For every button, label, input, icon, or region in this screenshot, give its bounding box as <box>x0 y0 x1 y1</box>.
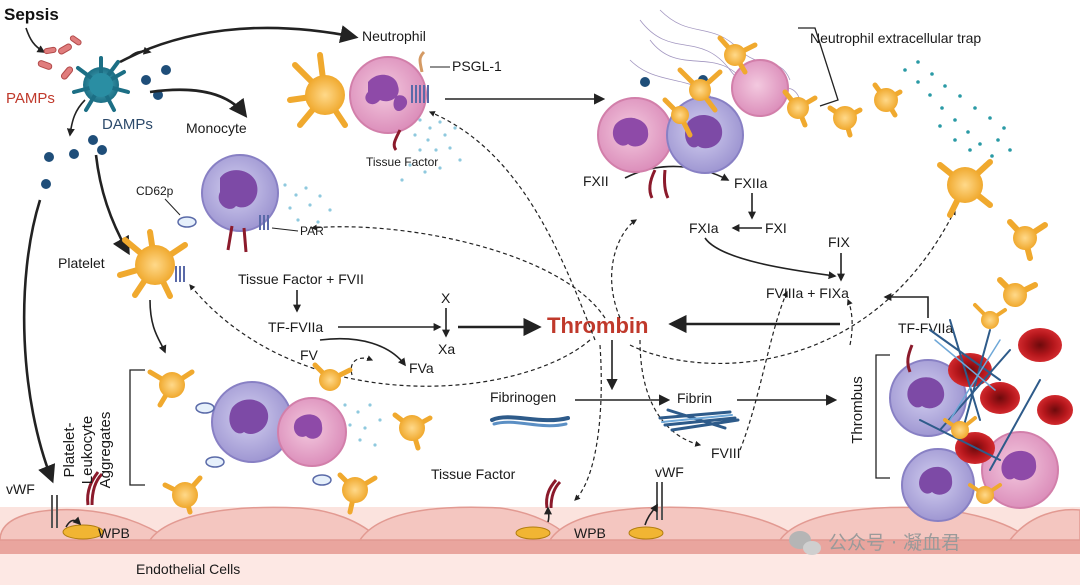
wpb-granule <box>62 524 104 540</box>
psgl1-label: PSGL-1 <box>452 58 502 74</box>
tissue-factor-icon <box>392 129 402 151</box>
thrombus-bracket <box>875 354 890 479</box>
cd62p-receptor-icon <box>177 216 197 228</box>
fxiia-label: FXIIa <box>734 175 768 191</box>
platelet-cell-icon <box>287 52 348 128</box>
tissue-factor-particles <box>283 183 332 224</box>
neutrophil-cell-icon <box>349 56 427 134</box>
fva-label: FVa <box>409 360 434 376</box>
pamps-label: PAMPs <box>6 90 55 107</box>
tf-fviia-label: TF-FVIIa <box>268 319 323 335</box>
damp-particles <box>41 65 708 189</box>
endothelial-cells-label: Endothelial Cells <box>136 561 240 577</box>
sepsis-label: Sepsis <box>4 5 59 24</box>
platelet-cell-icon <box>662 35 903 138</box>
damps-label: DAMPs <box>102 116 153 133</box>
x-label: X <box>441 290 451 306</box>
tissue-factor-icon <box>226 225 248 253</box>
platelet-cell-icon <box>937 159 1048 307</box>
wechat-icon <box>789 531 821 555</box>
tissue-factor-bottom-label: Tissue Factor <box>431 466 516 482</box>
psgl1-receptor-icon <box>411 85 429 103</box>
monocyte-cell-icon <box>211 381 293 463</box>
aggregates-bracket <box>129 369 145 486</box>
tissue-factor-icon <box>648 169 670 199</box>
tf-fvii-label: Tissue Factor + FVII <box>238 271 364 287</box>
net-particles <box>903 60 1012 167</box>
platelet-label: Platelet <box>58 255 105 271</box>
monocyte-cell-icon <box>201 154 279 232</box>
monocyte-cell-icon <box>889 359 975 522</box>
fviii-label: FVIII <box>711 445 741 461</box>
xa-label: Xa <box>438 341 455 357</box>
wpb-label-mid: WPB <box>574 525 606 541</box>
aggregates-label-line3: Aggregates <box>97 412 114 489</box>
fxi-label: FXI <box>765 220 787 236</box>
fv-label: FV <box>300 347 319 363</box>
platelet-cell-icon <box>117 229 188 299</box>
tf-fviia-right-label: TF-FVIIa <box>898 320 953 336</box>
fibrinogen-molecule-icon <box>490 415 570 428</box>
wpb-granule <box>515 526 551 540</box>
thrombin-label: Thrombin <box>547 313 648 338</box>
watermark-text: 公众号 · 凝血君 <box>828 532 960 554</box>
wpb-label-left: WPB <box>98 525 130 541</box>
platelet-leukocyte-aggregates-label: Platelet- Leukocyte Aggregates <box>61 412 114 489</box>
thrombus-label: Thrombus <box>849 376 866 444</box>
neutrophil-label: Neutrophil <box>362 28 426 44</box>
thrombus-label-group: Thrombus <box>849 376 866 444</box>
bacteria-icon <box>37 35 82 80</box>
neutrophil-cell-icon <box>277 397 347 467</box>
receptor-icon <box>175 266 185 282</box>
fibrinogen-label: Fibrinogen <box>490 389 556 405</box>
platelet-cell-icon <box>147 362 433 515</box>
fix-label: FIX <box>828 234 850 250</box>
aggregates-label-line2: Leukocyte <box>79 416 96 484</box>
fibrin-mesh-icon <box>658 408 740 432</box>
tissue-factor-particles <box>343 403 382 447</box>
net-label: Neutrophil extracellular trap <box>810 30 981 46</box>
vwf-strand-icon <box>51 482 663 528</box>
tissue-factor-particles <box>400 118 462 182</box>
platelet-cell-icon <box>943 303 1007 504</box>
monocyte-label: Monocyte <box>186 120 247 136</box>
par-label: PAR <box>300 224 324 238</box>
dendritic-cell-icon <box>72 56 130 112</box>
vwf-label-mid: vWF <box>655 464 684 480</box>
fviiia-fixa-label: FVIIIa + FIXa <box>766 285 849 301</box>
wpb-granule <box>628 526 664 540</box>
fxii-label: FXII <box>583 173 609 189</box>
fibrin-mesh-icon <box>919 319 1041 471</box>
par-receptor-icon <box>259 215 269 230</box>
tissue-factor-icon <box>86 471 104 506</box>
cd62p-receptor-icon <box>195 402 332 486</box>
vwf-label-left: vWF <box>6 481 35 497</box>
net-bracket <box>798 27 839 107</box>
tissue-factor-top-label: Tissue Factor <box>366 155 438 169</box>
aggregates-label-line1: Platelet- <box>61 422 78 477</box>
receptor-icon <box>418 50 426 73</box>
tissue-factor-icon <box>545 479 562 509</box>
fxia-label: FXIa <box>689 220 719 236</box>
tissue-factor-icon <box>906 344 914 373</box>
cd62p-label: CD62p <box>136 184 174 198</box>
fibrin-label: Fibrin <box>677 390 712 406</box>
